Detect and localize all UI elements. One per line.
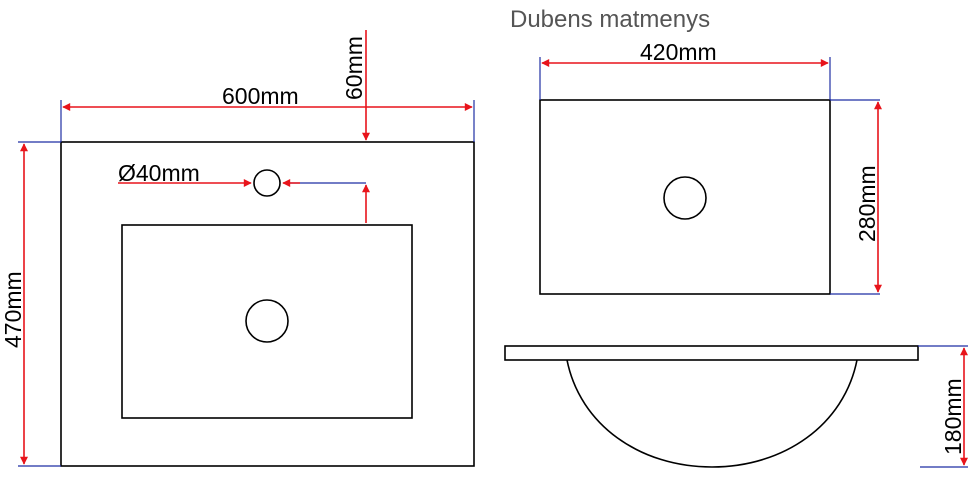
bowl-drain-hole — [663, 176, 707, 220]
bowl-depth-label: 280mm — [854, 165, 880, 242]
side-section-view: 180mm — [504, 345, 968, 468]
tap-hole — [253, 169, 281, 197]
bowl-height-label: 180mm — [940, 378, 966, 455]
bowl-outline — [539, 99, 831, 295]
depth-label: 470mm — [0, 271, 26, 348]
bowl-top-view: 420mm 280mm — [539, 39, 882, 295]
bowl-width-label: 420mm — [640, 39, 717, 65]
top-view: 600mm 470mm 60mm Ø40mm — [0, 30, 475, 467]
countertop-section — [504, 345, 919, 361]
countertop-outline — [60, 141, 475, 467]
bowl-section-curve — [566, 359, 858, 468]
width-label: 600mm — [222, 83, 299, 109]
drain-hole — [245, 299, 289, 343]
tap-offset-label: 60mm — [341, 36, 367, 100]
inner-basin-outline — [121, 224, 413, 419]
drawing-title: Dubens matmenys — [510, 6, 710, 33]
tap-hole-label: Ø40mm — [118, 160, 200, 186]
